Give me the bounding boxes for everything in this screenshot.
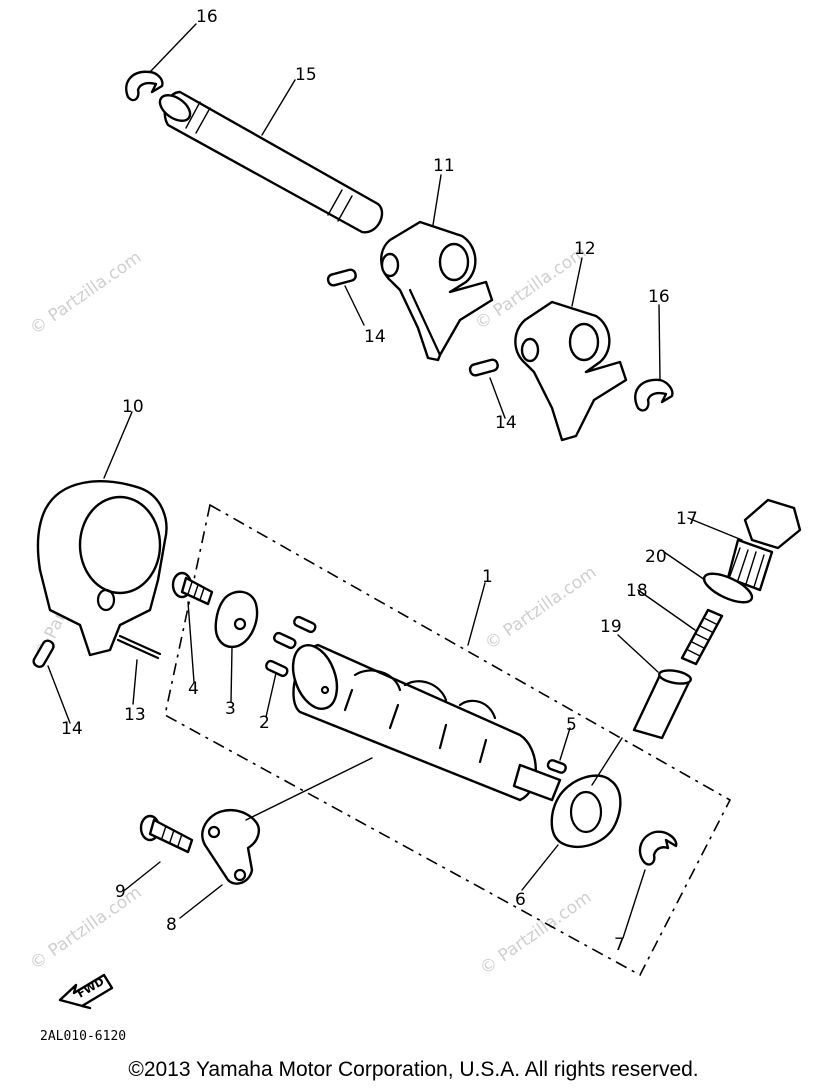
- shift-fork-shaft-15: [158, 90, 384, 234]
- diagram-code: 2AL010-6120: [40, 1029, 126, 1044]
- guide-pins-14: [32, 268, 499, 668]
- callout-14: 14: [61, 719, 83, 739]
- shift-fork-10: [36, 480, 168, 657]
- pins-2: [265, 615, 317, 678]
- callout-13: 13: [124, 705, 146, 725]
- washer-20: [702, 572, 754, 604]
- copyright-notice: ©2013 Yamaha Motor Corporation, U.S.A. A…: [128, 1058, 699, 1081]
- watermark: © Partzilla.com: [26, 882, 145, 974]
- spring-18: [680, 608, 724, 666]
- callout-11: 11: [433, 156, 455, 176]
- stopper-plate-3: [214, 590, 259, 649]
- assembly-boundary: [164, 503, 732, 977]
- callout-6: 6: [515, 890, 526, 910]
- callout-1: 1: [482, 567, 493, 587]
- screw-9: [139, 814, 194, 854]
- cylinder-19: [632, 669, 692, 740]
- shift-cam-drum-1: [291, 643, 562, 802]
- fwd-arrow-icon: FWD: [58, 973, 114, 1010]
- shift-fork-12: [514, 300, 628, 442]
- callout-16: 16: [648, 287, 670, 307]
- callout-19: 19: [600, 617, 622, 637]
- callout-20: 20: [645, 547, 667, 567]
- bolt-17: [726, 498, 802, 592]
- callout-18: 18: [626, 581, 648, 601]
- screw-4: [171, 571, 214, 606]
- callouts: 16 15 11 12 16 14 14 10 1 17 20 18 19 4 …: [61, 7, 698, 955]
- circlip-16-top: [125, 70, 164, 102]
- watermark: © Partzilla.com: [481, 562, 600, 654]
- stopper-plate-8: [201, 809, 260, 885]
- watermark: © Partzilla.com: [26, 247, 145, 339]
- watermark: © Partzilla.com: [476, 887, 595, 979]
- callout-14: 14: [495, 413, 517, 433]
- callout-2: 2: [259, 713, 270, 733]
- callout-17: 17: [676, 509, 698, 529]
- callout-10: 10: [122, 397, 144, 417]
- callout-8: 8: [166, 915, 177, 935]
- shift-fork-11: [380, 220, 494, 362]
- callout-14: 14: [364, 327, 386, 347]
- callout-15: 15: [295, 65, 317, 85]
- callout-9: 9: [115, 882, 126, 902]
- callout-7: 7: [614, 935, 625, 955]
- callout-3: 3: [225, 699, 236, 719]
- callout-4: 4: [188, 679, 199, 699]
- callout-16: 16: [196, 7, 218, 27]
- circlip-16-right: [634, 378, 674, 412]
- callout-5: 5: [566, 715, 577, 735]
- pin-5: [546, 759, 567, 774]
- segment-6: [550, 774, 622, 849]
- circlip-7: [638, 830, 678, 866]
- spring-pin-13: [116, 634, 162, 660]
- leader-lines: [47, 23, 743, 939]
- callout-12: 12: [574, 239, 596, 259]
